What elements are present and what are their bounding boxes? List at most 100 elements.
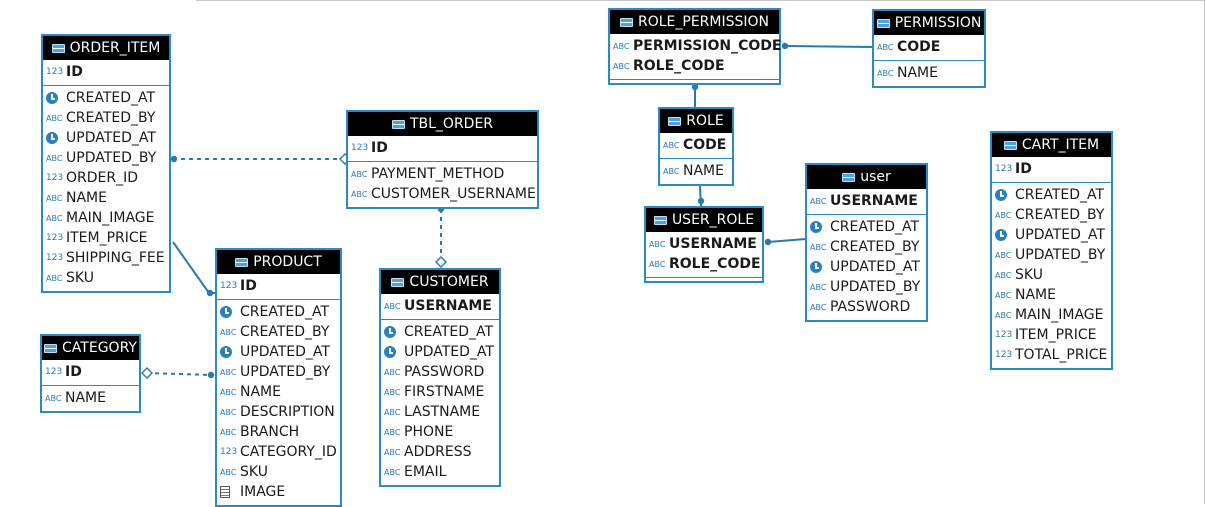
table-header[interactable]: user xyxy=(807,165,926,189)
column-row-updated-at[interactable]: UPDATED_AT xyxy=(217,342,340,362)
column-name: SHIPPING_FEE xyxy=(66,250,165,266)
column-name: UPDATED_AT xyxy=(240,344,330,360)
column-row-updated-at[interactable]: UPDATED_AT xyxy=(43,128,169,148)
table-header[interactable]: ROLE_PERMISSION xyxy=(610,10,779,34)
column-row-created-at[interactable]: CREATED_AT xyxy=(43,88,169,108)
table-header[interactable]: PERMISSION xyxy=(874,11,984,35)
column-row-created-at[interactable]: CREATED_AT xyxy=(992,185,1111,205)
table-header[interactable]: CATEGORY xyxy=(42,336,139,360)
clock-glyph xyxy=(46,92,58,104)
relationship-category-product[interactable] xyxy=(146,372,212,376)
column-name: BRANCH xyxy=(240,424,300,440)
relationship-user-role-user[interactable] xyxy=(767,238,807,243)
string-type-icon: ABC xyxy=(46,153,63,163)
image-glyph xyxy=(220,486,230,498)
clock-icon xyxy=(220,306,238,318)
relationship-order-item-product[interactable] xyxy=(172,241,215,294)
relationship-role-permission-permission[interactable] xyxy=(784,45,874,48)
column-row-created-at[interactable]: CREATED_AT xyxy=(381,322,499,342)
column-name: CREATED_BY xyxy=(1015,207,1105,223)
clock-glyph xyxy=(995,189,1007,201)
column-row-created-at[interactable]: CREATED_AT xyxy=(807,217,926,237)
table-header[interactable]: ORDER_ITEM xyxy=(43,36,169,60)
table-header[interactable]: USER_ROLE xyxy=(646,208,762,232)
table-header[interactable]: CUSTOMER xyxy=(381,270,499,294)
column-row-updated-at[interactable]: UPDATED_AT xyxy=(992,225,1111,245)
column-row-created-at[interactable]: CREATED_AT xyxy=(217,302,340,322)
table-header[interactable]: CART_ITEM xyxy=(992,133,1111,157)
table-header[interactable]: PRODUCT xyxy=(217,250,340,274)
column-name: NAME xyxy=(240,384,281,400)
column-row-updated-at[interactable]: UPDATED_AT xyxy=(381,342,499,362)
string-type-icon: ABC xyxy=(810,242,827,252)
string-type-icon: ABC xyxy=(877,68,894,78)
column-row-updated-at[interactable]: UPDATED_AT xyxy=(807,257,926,277)
column-row-image[interactable]: IMAGE xyxy=(217,482,340,502)
table-header[interactable]: TBL_ORDER xyxy=(348,112,537,136)
table-header[interactable]: ROLE xyxy=(660,109,732,133)
table-icon xyxy=(391,119,405,129)
table-icon xyxy=(876,18,890,28)
